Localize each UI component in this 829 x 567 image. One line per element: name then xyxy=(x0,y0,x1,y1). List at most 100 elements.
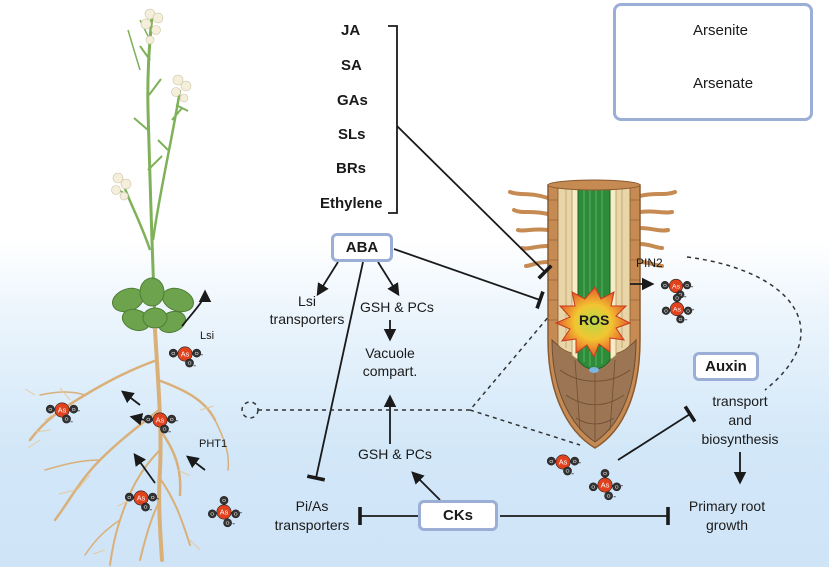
as-atom-label: As xyxy=(181,350,190,359)
charge-sign: - xyxy=(578,458,581,468)
o-atom-label: O xyxy=(679,317,683,322)
as-atom xyxy=(152,412,168,428)
o-atom xyxy=(192,348,202,358)
transport-biosynthesis-label: transport and biosynthesis xyxy=(701,393,779,447)
o-atom-label: O xyxy=(603,471,607,477)
as-atom xyxy=(555,454,571,470)
o-atom xyxy=(45,404,55,414)
o-atom-label: O xyxy=(170,417,174,423)
o-atom xyxy=(661,306,671,315)
as-atom-label: As xyxy=(156,416,165,425)
auxin-box: Auxin xyxy=(693,352,759,381)
o-atom xyxy=(563,466,572,476)
charge-sign: - xyxy=(193,360,196,370)
o-atom-label: O xyxy=(549,459,553,465)
legend-arsenate-label: Arsenate xyxy=(693,75,754,92)
as-atom xyxy=(133,490,149,506)
o-atom-label: O xyxy=(146,417,150,423)
charge-sign: - xyxy=(684,292,687,302)
o-atom xyxy=(546,456,556,466)
o-atom xyxy=(683,306,693,315)
as-atom xyxy=(177,346,193,362)
o-atom-label: O xyxy=(234,512,238,518)
o-atom xyxy=(660,281,670,290)
o-atom-label: O xyxy=(210,512,214,518)
charge-sign: - xyxy=(239,508,242,518)
ros-starburst xyxy=(554,286,632,359)
o-atom-label: O xyxy=(685,283,689,288)
hormone-gas: GAs xyxy=(337,92,368,109)
aba-box: ABA xyxy=(331,233,393,262)
as-atom-label: As xyxy=(672,283,681,290)
o-atom xyxy=(676,315,685,324)
o-atom xyxy=(168,348,178,358)
o-atom-label: O xyxy=(127,495,131,501)
o-atom xyxy=(141,502,150,512)
charge-sign: - xyxy=(232,518,235,528)
charge-sign: - xyxy=(620,481,623,491)
o-atom-label: O xyxy=(48,407,52,413)
as-atom xyxy=(597,477,613,493)
o-atom xyxy=(143,414,153,424)
charge-sign: - xyxy=(691,304,694,314)
cks-box: CKs xyxy=(418,500,498,531)
as-atom-label: As xyxy=(559,458,568,467)
o-atom xyxy=(600,468,610,478)
o-atom-label: O xyxy=(163,427,167,433)
as-atom xyxy=(216,504,232,520)
o-atom xyxy=(124,492,134,502)
primary-root-growth-label: Primary root growth xyxy=(688,498,766,533)
gsh-pcs-top-label: GSH & PCs xyxy=(360,299,434,315)
vacuole-label: Vacuole compart. xyxy=(362,345,418,379)
pht1-label: PHT1 xyxy=(199,438,228,450)
pin2-label: PIN2 xyxy=(636,256,663,270)
gsh-pcs-bottom-label: GSH & PCs xyxy=(358,446,432,462)
o-atom-label: O xyxy=(144,505,148,511)
charge-sign: - xyxy=(200,350,203,360)
o-atom-label: O xyxy=(188,361,192,367)
o-atom xyxy=(588,482,598,492)
charge-sign: - xyxy=(70,416,73,426)
charge-sign: - xyxy=(685,315,688,325)
o-atom xyxy=(223,518,232,528)
o-atom-label: O xyxy=(675,296,679,301)
hormone-brs: BRs xyxy=(336,160,367,177)
pi-as-transporters-label: Pi/As transporters xyxy=(274,498,350,533)
hormone-bracket xyxy=(388,25,398,214)
o-atom-label: O xyxy=(195,351,199,357)
charge-sign: - xyxy=(175,416,178,426)
o-atom-label: O xyxy=(678,292,682,297)
hormone-ethylene: Ethylene xyxy=(320,195,383,212)
charge-sign: - xyxy=(156,494,159,504)
as-atom-label: As xyxy=(601,481,610,490)
o-atom-label: O xyxy=(72,407,76,413)
o-atom-label: O xyxy=(171,351,175,357)
charge-sign: - xyxy=(571,468,574,478)
hormone-sa: SA xyxy=(341,57,362,74)
o-atom-label: O xyxy=(664,308,668,313)
o-atom-label: O xyxy=(573,459,577,465)
as-atom-label: As xyxy=(58,406,67,415)
legend-arsenite-label: Arsenite xyxy=(693,22,749,39)
as-atom-label: As xyxy=(137,494,146,503)
o-atom xyxy=(612,482,622,492)
o-atom-label: O xyxy=(591,485,595,491)
o-atom-label: O xyxy=(226,521,230,527)
o-atom-label: O xyxy=(686,308,690,313)
o-atom xyxy=(207,509,217,519)
charge-sign: - xyxy=(149,504,152,514)
o-atom xyxy=(682,281,692,290)
as-atom xyxy=(54,402,70,418)
hormone-sls: SLs xyxy=(338,126,366,143)
o-atom-label: O xyxy=(151,495,155,501)
o-atom-label: O xyxy=(222,498,226,504)
as-atom-label: As xyxy=(673,306,682,313)
charge-sign: - xyxy=(77,406,80,416)
o-atom xyxy=(167,414,177,424)
o-atom-label: O xyxy=(663,283,667,288)
o-atom xyxy=(231,509,241,519)
o-atom-label: O xyxy=(65,417,69,423)
o-atom xyxy=(570,456,580,466)
lsi-transporters-label: Lsi transporters xyxy=(269,293,345,327)
